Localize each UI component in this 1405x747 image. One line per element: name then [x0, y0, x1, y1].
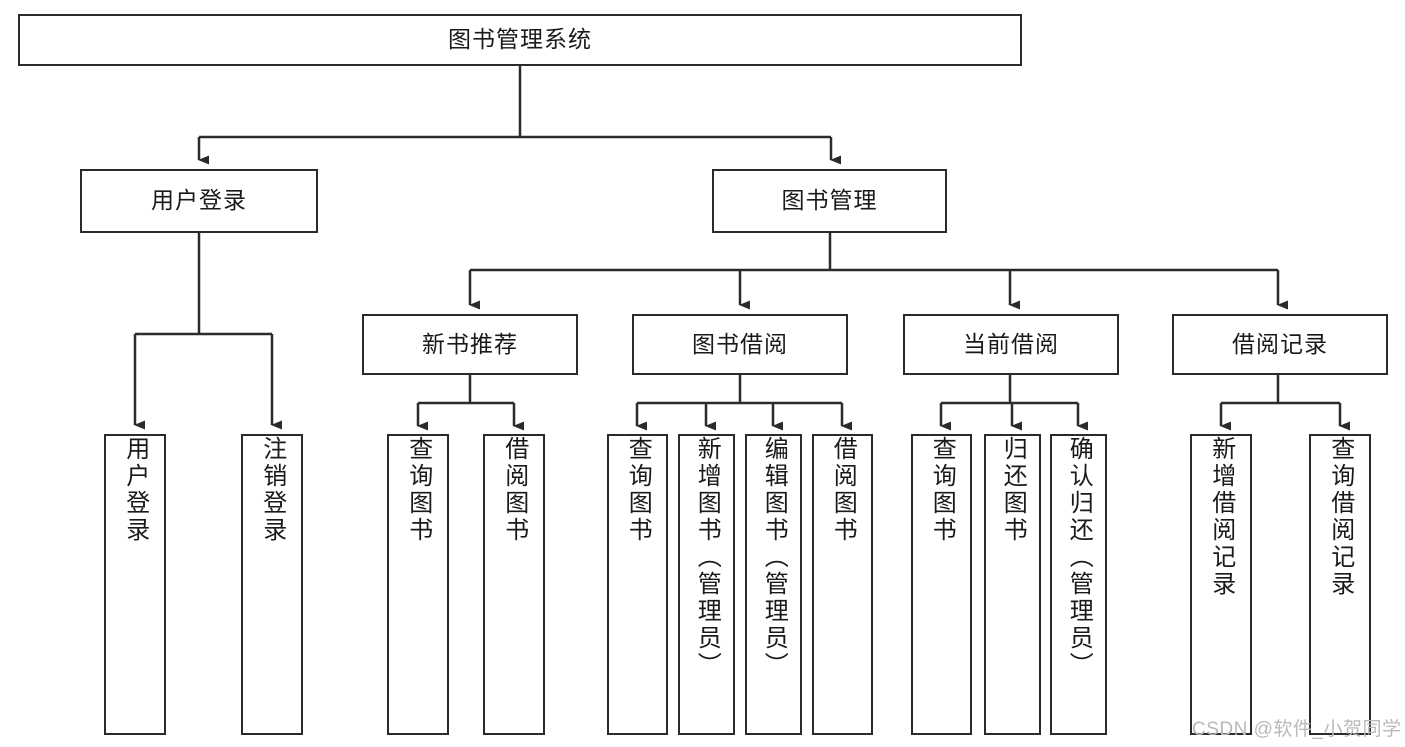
node-label: 注销登录 — [258, 436, 286, 544]
node-label: 图书借阅 — [692, 330, 788, 357]
node-b-d[interactable]: 借阅图书 — [812, 434, 873, 735]
node-label: 查询图书 — [404, 436, 432, 544]
node-c-b[interactable]: 归还图书 — [984, 434, 1041, 735]
node-n-rec[interactable]: 新书推荐 — [362, 314, 578, 375]
node-label: 借阅记录 — [1232, 330, 1328, 357]
node-label: 新书推荐 — [422, 330, 518, 357]
node-label: 查询借阅记录 — [1326, 436, 1354, 598]
node-label: 借阅图书 — [829, 436, 857, 544]
node-label: 用户登录 — [121, 436, 149, 544]
node-label: 编辑图书（管理员） — [760, 436, 788, 679]
node-c-c[interactable]: 确认归还（管理员） — [1050, 434, 1107, 735]
node-label: 查询图书 — [624, 436, 652, 544]
node-label: 新增借阅记录 — [1207, 436, 1235, 598]
node-label: 查询图书 — [928, 436, 956, 544]
node-h-a[interactable]: 新增借阅记录 — [1190, 434, 1252, 735]
node-n-hist[interactable]: 借阅记录 — [1172, 314, 1388, 375]
node-l-a[interactable]: 用户登录 — [104, 434, 166, 735]
node-r-b[interactable]: 借阅图书 — [483, 434, 545, 735]
node-n-book[interactable]: 图书管理 — [712, 169, 947, 233]
node-label: 新增图书（管理员） — [693, 436, 721, 679]
node-c-a[interactable]: 查询图书 — [911, 434, 972, 735]
node-n-login[interactable]: 用户登录 — [80, 169, 318, 233]
node-label: 归还图书 — [999, 436, 1027, 544]
node-l-b[interactable]: 注销登录 — [241, 434, 303, 735]
node-label: 用户登录 — [151, 187, 247, 214]
node-n-borrow[interactable]: 图书借阅 — [632, 314, 848, 375]
node-b-c[interactable]: 编辑图书（管理员） — [745, 434, 802, 735]
node-n-cur[interactable]: 当前借阅 — [903, 314, 1119, 375]
node-label: 图书管理 — [781, 187, 878, 214]
node-root[interactable]: 图书管理系统 — [18, 14, 1022, 66]
watermark-text: CSDN @软件_小贺同学 — [1192, 719, 1402, 740]
node-h-b[interactable]: 查询借阅记录 — [1309, 434, 1371, 735]
node-label: 确认归还（管理员） — [1065, 436, 1093, 679]
node-r-a[interactable]: 查询图书 — [387, 434, 449, 735]
node-label: 当前借阅 — [963, 330, 1059, 357]
node-label: 图书管理系统 — [448, 26, 592, 53]
node-b-a[interactable]: 查询图书 — [607, 434, 668, 735]
node-label: 借阅图书 — [500, 436, 528, 544]
node-b-b[interactable]: 新增图书（管理员） — [678, 434, 735, 735]
